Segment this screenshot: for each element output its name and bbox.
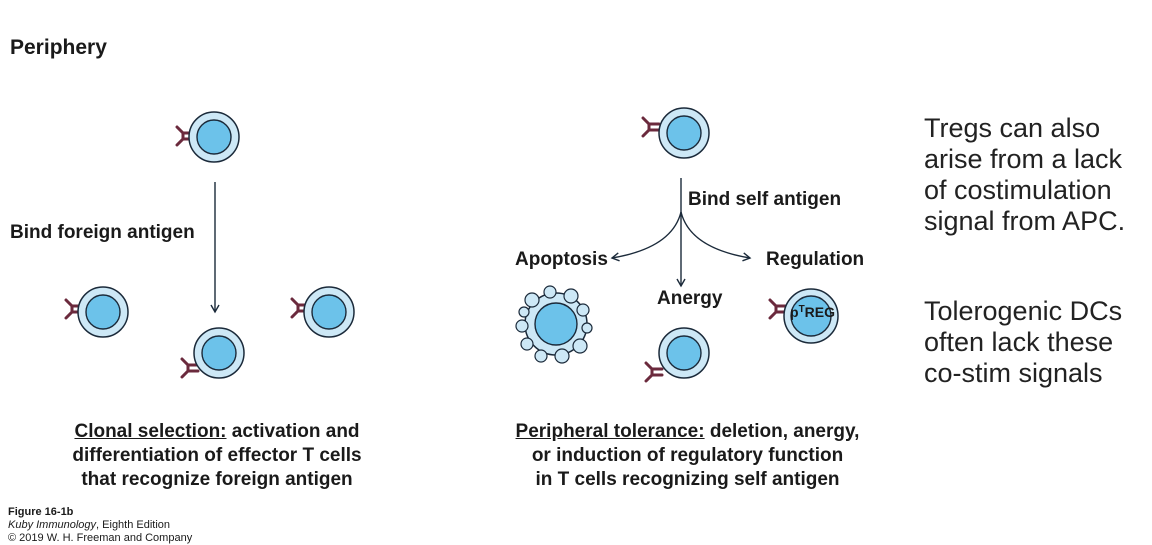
- tolerogenic-dc-note: Tolerogenic DCs often lack these co-stim…: [924, 296, 1123, 388]
- arrow-to-regulation: [680, 211, 752, 262]
- treg-costimulation-note: Tregs can also arise from a lack of cost…: [924, 113, 1126, 236]
- effector-t-cell-1: [64, 286, 129, 338]
- apoptotic-t-cell: [515, 285, 593, 364]
- regulatory-t-cell: [768, 288, 839, 344]
- section-heading: Periphery: [10, 36, 107, 59]
- bind-self-antigen-label: Bind self antigen: [688, 189, 842, 210]
- effector-t-cell-3: [290, 286, 355, 338]
- bind-foreign-antigen-label: Bind foreign antigen: [10, 222, 195, 243]
- ptreg-label: pTREG: [790, 304, 836, 320]
- naive-t-cell-right: [641, 107, 710, 159]
- clonal-selection-caption: Clonal selection: activation and differe…: [72, 421, 362, 490]
- regulation-label: Regulation: [766, 249, 865, 270]
- apoptosis-label: Apoptosis: [515, 249, 608, 270]
- figure-credit: Figure 16-1b Kuby Immunology, Eighth Edi…: [8, 506, 193, 544]
- peripheral-tolerance-caption: Peripheral tolerance: deletion, anergy, …: [515, 421, 860, 490]
- naive-t-cell-left: [175, 111, 240, 163]
- arrow-to-apoptosis: [610, 211, 682, 262]
- anergy-label: Anergy: [657, 288, 723, 309]
- effector-t-cell-2: [180, 327, 245, 379]
- anergic-t-cell: [644, 327, 710, 383]
